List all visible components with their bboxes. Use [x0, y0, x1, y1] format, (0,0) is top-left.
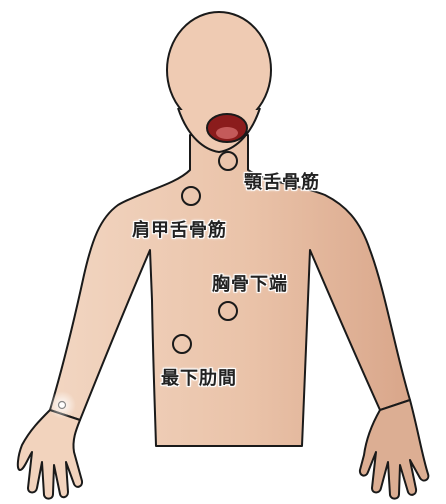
right-hand [360, 400, 428, 499]
jaw-tongue-bone-muscle-label: 顎舌骨筋 [244, 168, 320, 194]
wrist-marker [59, 402, 66, 409]
left-hand [18, 410, 82, 499]
lowest-rib-gap-label: 最下肋間 [161, 364, 237, 390]
shoulder-tongue-bone-muscle-label: 肩甲舌骨筋 [132, 216, 227, 242]
sternum-lower-end-label: 胸骨下端 [212, 270, 288, 296]
